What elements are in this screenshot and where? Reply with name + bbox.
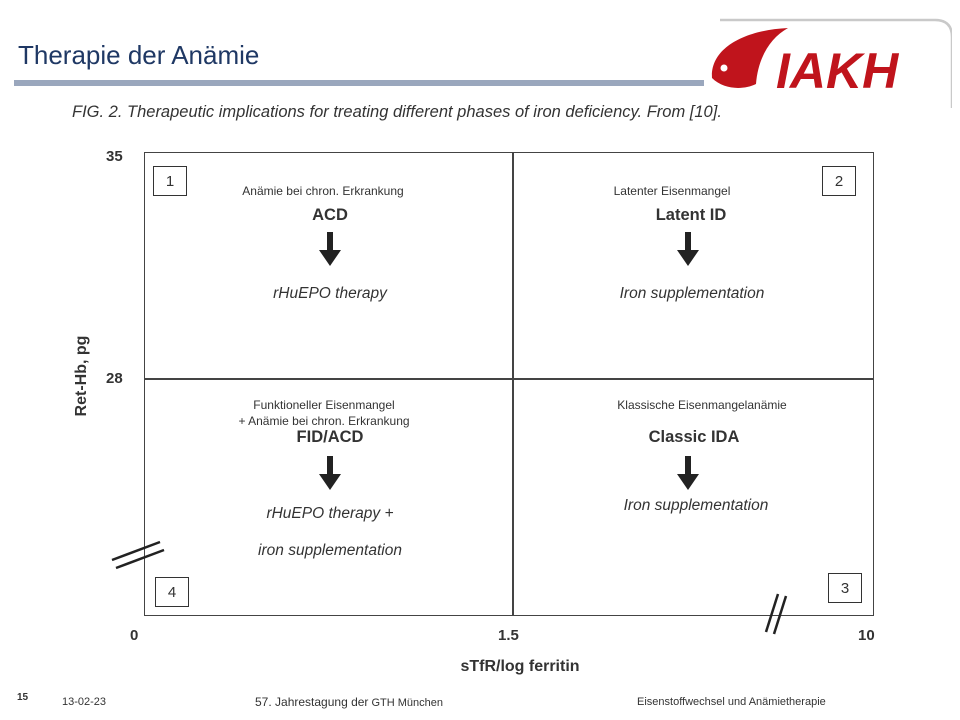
quadrant-4-therapy-line2: iron supplementation	[258, 542, 402, 559]
iakh-logo: IAKH	[700, 18, 954, 110]
quadrant-2-arrow-icon	[677, 232, 699, 266]
quadrant-4-german-label-line2: + Anämie bei chron. Erkrankung	[238, 414, 410, 428]
quadrant-3-arrow-icon	[677, 456, 699, 490]
quadrant-4-therapy-line1: rHuEPO therapy +	[266, 505, 394, 522]
quadrant-3-german-label: Klassische Eisenmangelanämie	[617, 398, 787, 412]
x-axis-label: sTfR/log ferritin	[460, 658, 580, 675]
plot-frame	[144, 152, 874, 616]
horizontal-divider	[144, 378, 874, 380]
y-tick-28: 28	[106, 370, 123, 387]
quadrant-1-german-label: Anämie bei chron. Erkrankung	[242, 184, 404, 198]
quadrant-1-therapy: rHuEPO therapy	[273, 285, 387, 302]
footer-event-main: 57. Jahrestagung der	[255, 695, 369, 709]
quadrant-4-german-label-line1: Funktioneller Eisenmangel	[253, 398, 395, 412]
page-number: 15	[17, 692, 29, 703]
x-tick-0: 0	[130, 627, 139, 644]
quadrant-2-number: 2	[822, 166, 856, 196]
x-tick-10: 10	[858, 627, 875, 644]
title-rule	[14, 80, 704, 86]
quadrant-4-arrow-icon	[319, 456, 341, 490]
figure-caption: FIG. 2. Therapeutic implications for tre…	[72, 103, 722, 121]
slide-title: Therapie der Anämie	[18, 40, 260, 70]
footer-date: 13-02-23	[62, 696, 107, 708]
quadrant-3-number: 3	[828, 573, 862, 603]
logo-eye	[720, 64, 728, 72]
quadrant-4-number: 4	[155, 577, 189, 607]
quadrant-2-phase: Latent ID	[655, 206, 727, 224]
quadrant-1-number: 1	[153, 166, 187, 196]
x-axis-break-mark	[764, 593, 788, 635]
quadrant-3-phase: Classic IDA	[648, 428, 740, 446]
quadrant-3-therapy: Iron supplementation	[623, 497, 769, 514]
y-axis-break-mark	[111, 540, 165, 570]
footer-topic: Eisenstoffwechsel und Anämietherapie	[637, 696, 826, 708]
quadrant-2-german-label: Latenter Eisenmangel	[613, 184, 731, 198]
logo-text: IAKH	[776, 43, 899, 99]
vertical-divider	[512, 152, 514, 616]
x-tick-1-5: 1.5	[498, 627, 519, 644]
quadrant-1-arrow-icon	[319, 232, 341, 266]
footer-event-sub: GTH München	[371, 697, 444, 709]
quadrant-1-phase: ACD	[312, 206, 348, 224]
quadrant-2-therapy: Iron supplementation	[619, 285, 765, 302]
logo-graphic: IAKH	[711, 18, 954, 108]
footer-event: 57. Jahrestagung der GTH München	[255, 695, 443, 709]
y-axis-label: Ret-Hb, pg	[73, 335, 90, 417]
quadrant-4-phase: FID/ACD	[296, 428, 364, 446]
logo-swoosh	[711, 28, 788, 88]
y-tick-35: 35	[106, 148, 123, 165]
